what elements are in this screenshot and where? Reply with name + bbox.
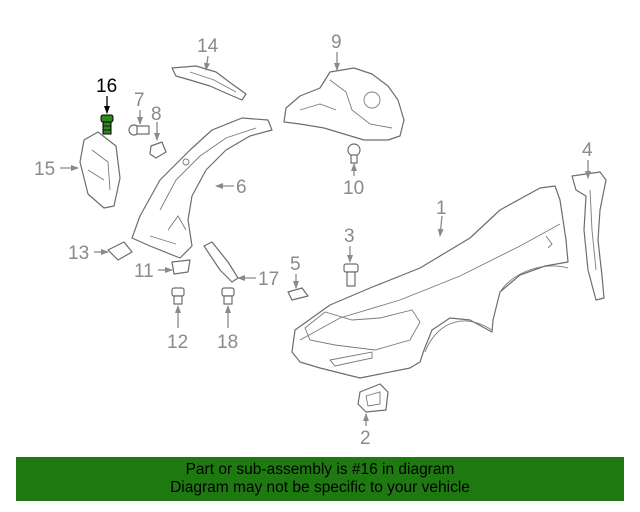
leader-arrows [60, 52, 591, 426]
bracket-part-2 [357, 383, 389, 413]
bracket-part-14 [171, 65, 247, 101]
callout-8[interactable]: 8 [151, 104, 162, 125]
callout-14[interactable]: 14 [197, 36, 219, 57]
screw-part-18 [221, 287, 235, 305]
cover-part-15 [79, 131, 121, 209]
callout-1[interactable]: 1 [436, 198, 447, 219]
bracket-part-13 [107, 241, 133, 261]
banner-line-disclaimer: Diagram may not be specific to your vehi… [170, 479, 470, 496]
callout-6[interactable]: 6 [236, 177, 247, 198]
callout-12[interactable]: 12 [167, 332, 188, 353]
bracket-part-17 [203, 241, 239, 283]
callout-labels: 1 2 3 4 5 6 7 8 9 10 11 12 13 14 15 16 1… [34, 32, 593, 449]
screw-part-12 [171, 287, 185, 305]
callout-15[interactable]: 15 [34, 159, 55, 180]
wheel-liner-part-6 [131, 117, 273, 259]
bolt-part-3 [343, 263, 359, 287]
trim-strip-part-4 [571, 171, 607, 301]
callout-17[interactable]: 17 [258, 269, 279, 290]
parts-diagram: 1 2 3 4 5 6 7 8 9 10 11 12 13 14 15 16 1… [34, 32, 607, 449]
inner-panel-part-9 [283, 67, 405, 141]
bolt-part-10 [347, 143, 361, 164]
callout-18[interactable]: 18 [217, 332, 238, 353]
callout-11[interactable]: 11 [134, 261, 154, 282]
banner-line-part-info: Part or sub-assembly is #16 in diagram [185, 461, 455, 478]
clip-part-8 [149, 141, 167, 159]
bolt-part-16-highlighted [100, 114, 114, 135]
callout-10[interactable]: 10 [343, 178, 364, 199]
callout-4[interactable]: 4 [582, 140, 593, 161]
info-banner: Part or sub-assembly is #16 in diagram D… [16, 457, 624, 501]
callout-3[interactable]: 3 [344, 226, 355, 247]
clip-part-5 [287, 287, 309, 301]
callout-5[interactable]: 5 [290, 254, 301, 275]
callout-13[interactable]: 13 [68, 243, 89, 264]
callout-16-highlighted[interactable]: 16 [96, 76, 117, 97]
callout-7[interactable]: 7 [134, 90, 145, 111]
clip-part-11 [171, 259, 191, 275]
callout-9[interactable]: 9 [331, 32, 342, 53]
bolt-part-7 [128, 124, 150, 136]
fender-part [291, 185, 569, 379]
callout-2[interactable]: 2 [360, 428, 371, 449]
